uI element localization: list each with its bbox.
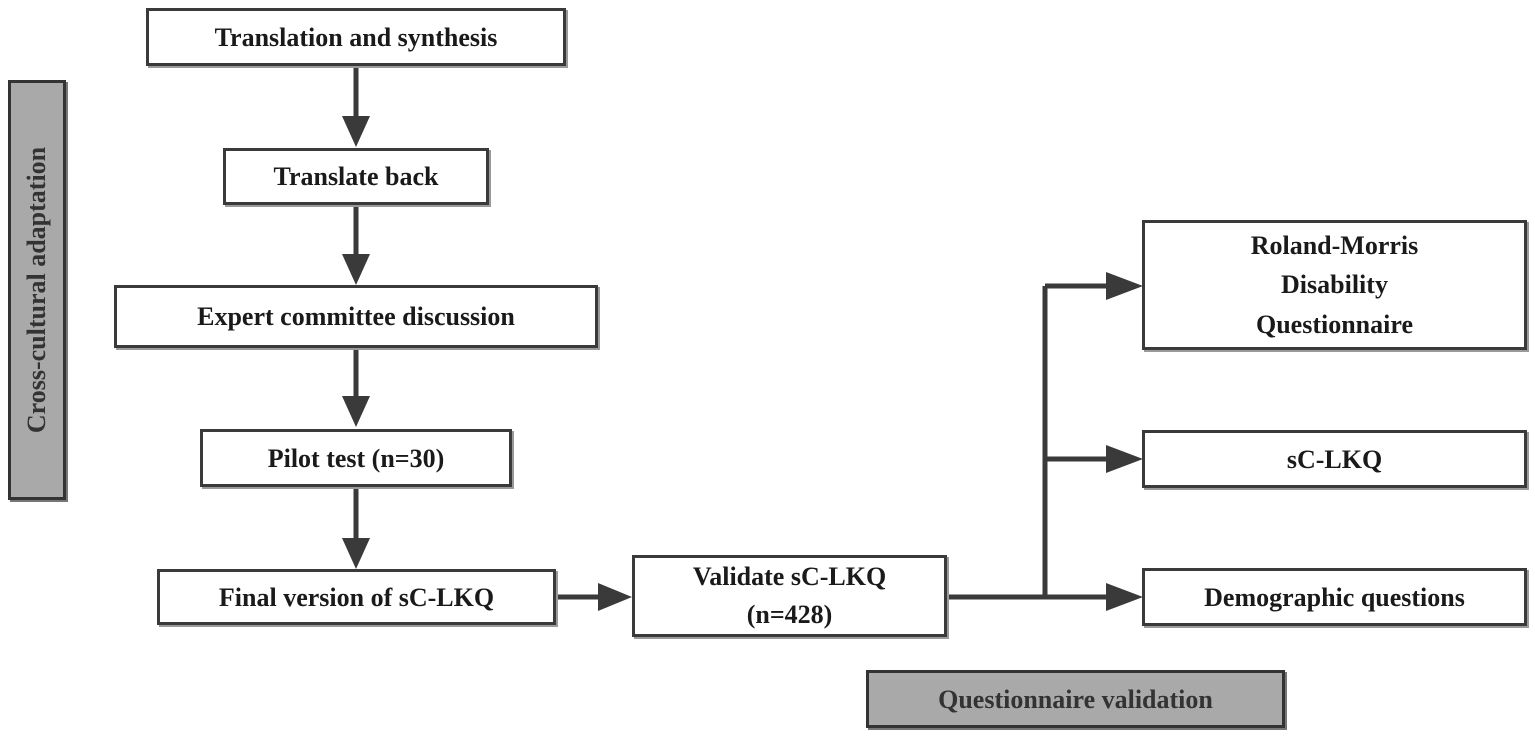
sclkq-box: sC-LKQ (1142, 430, 1527, 488)
step-expert-committee: Expert committee discussion (114, 285, 598, 348)
arrowhead-4 (342, 538, 370, 569)
rmdq-line-3: Questionnaire (1256, 309, 1413, 339)
cross-cultural-adaptation-label: Cross-cultural adaptation (8, 80, 66, 500)
arrowhead-bottom (1106, 583, 1143, 611)
arrowhead-2 (342, 254, 370, 285)
questionnaire-validation-text: Questionnaire validation (938, 684, 1213, 714)
step-translate-back: Translate back (223, 148, 489, 205)
rmdq-line-1: Roland-Morris (1250, 230, 1419, 260)
arrowhead-top (1106, 272, 1143, 300)
step-translation-synthesis-text: Translation and synthesis (214, 22, 498, 52)
step-translation-synthesis: Translation and synthesis (146, 8, 566, 66)
step-final-version-text: Final version of sC-LKQ (218, 582, 495, 612)
validate-line-1: Validate sC-LKQ (692, 562, 887, 592)
step-translate-back-text: Translate back (273, 162, 439, 191)
arrowhead-mid (1106, 445, 1143, 473)
demographic-text: Demographic questions (1204, 582, 1465, 612)
step-final-version: Final version of sC-LKQ (157, 569, 556, 625)
sclkq-text: sC-LKQ (1286, 444, 1383, 474)
validate-line-2: (n=428) (746, 600, 833, 629)
arrowhead-3 (342, 396, 370, 427)
arrowhead-1 (342, 116, 370, 147)
cross-cultural-adaptation-text: Cross-cultural adaptation (22, 146, 51, 434)
step-pilot-test: Pilot test (n=30) (200, 429, 512, 487)
arrowhead-5 (598, 583, 632, 611)
questionnaire-validation-label: Questionnaire validation (866, 670, 1285, 728)
rmdq-box: Roland-Morris Disability Questionnaire (1142, 220, 1527, 350)
step-expert-committee-text: Expert committee discussion (197, 302, 515, 331)
step-pilot-test-text: Pilot test (n=30) (267, 443, 445, 473)
validate-box: Validate sC-LKQ (n=428) (632, 555, 947, 637)
demographic-box: Demographic questions (1142, 568, 1527, 626)
rmdq-line-2: Disability (1281, 270, 1388, 300)
